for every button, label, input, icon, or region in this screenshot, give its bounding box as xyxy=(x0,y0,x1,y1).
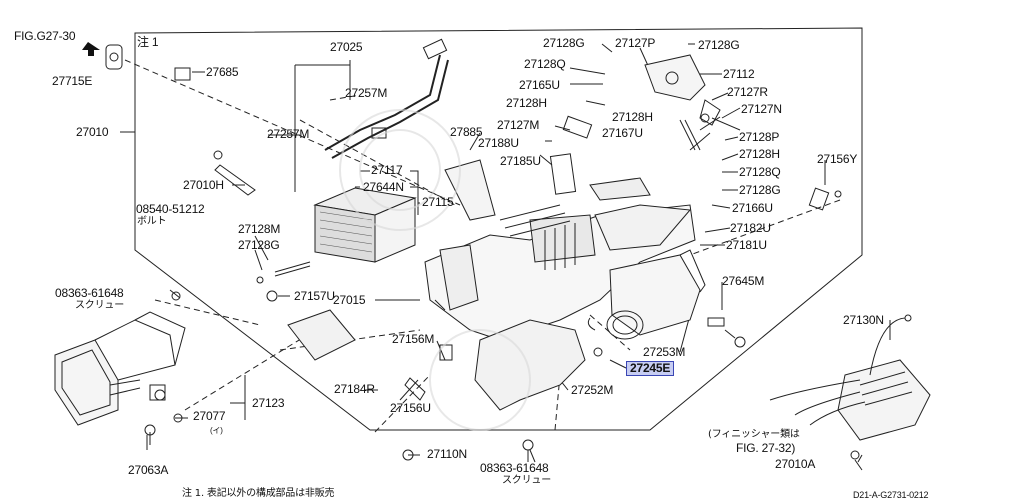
part-27127N[interactable]: 27127N xyxy=(741,102,782,116)
heater-core xyxy=(313,187,417,263)
part-27130N[interactable]: 27130N xyxy=(843,313,884,327)
part-27188U[interactable]: 27188U xyxy=(478,136,519,150)
part-27110N[interactable]: 27110N xyxy=(427,447,467,461)
part-27010H[interactable]: 27010H xyxy=(183,178,224,192)
part-27128Q-a[interactable]: 27128Q xyxy=(524,57,566,71)
part-27127M[interactable]: 27127M xyxy=(497,118,540,132)
part-27127P[interactable]: 27127P xyxy=(615,36,656,50)
sub-i-note: (イ) xyxy=(210,426,223,435)
part-27128Q-b[interactable]: 27128Q xyxy=(739,165,781,179)
finisher-note-line2[interactable]: FIG. 27-32) xyxy=(736,441,796,455)
bottom-parts xyxy=(402,299,746,462)
part-27245E-highlighted[interactable]: 27245E xyxy=(626,361,675,376)
left-parts xyxy=(144,67,356,450)
note-marker: 注 1 xyxy=(137,35,159,49)
clip-27715E xyxy=(105,44,123,70)
control-assembly xyxy=(769,314,931,471)
part-27128P[interactable]: 27128P xyxy=(739,130,780,144)
part-27010[interactable]: 27010 xyxy=(76,125,109,139)
part-27715E[interactable]: 27715E xyxy=(52,74,93,88)
part-27025[interactable]: 27025 xyxy=(330,40,363,54)
part-27115[interactable]: 27115 xyxy=(422,195,454,209)
duct-frame xyxy=(54,311,186,426)
part-27128M[interactable]: 27128M xyxy=(238,222,281,236)
watermark xyxy=(339,109,531,431)
part-27167U[interactable]: 27167U xyxy=(602,126,643,140)
part-27165U[interactable]: 27165U xyxy=(519,78,560,92)
part-27117[interactable]: 27117 xyxy=(371,163,403,177)
part-27685[interactable]: 27685 xyxy=(206,65,239,79)
blower-duct xyxy=(606,249,706,340)
part-27157U[interactable]: 27157U xyxy=(294,289,335,303)
part-27156Y[interactable]: 27156Y xyxy=(817,152,858,166)
part-27166U[interactable]: 27166U xyxy=(732,201,773,215)
part-27123[interactable]: 27123 xyxy=(252,396,285,410)
part-27112[interactable]: 27112 xyxy=(723,67,755,81)
screw-note-2: スクリュー xyxy=(502,475,551,486)
finisher-note-line1: (フィニッシャー類は xyxy=(708,429,800,440)
heater-pipes xyxy=(324,54,449,159)
fig-ref-label[interactable]: FIG.G27-30 xyxy=(14,29,76,43)
part-27077[interactable]: 27077 xyxy=(193,409,226,423)
part-27010A[interactable]: 27010A xyxy=(775,457,816,471)
part-27127R[interactable]: 27127R xyxy=(727,85,768,99)
part-08363-61648-a[interactable]: 08363-61648 xyxy=(55,286,124,300)
part-27185U[interactable]: 27185U xyxy=(500,154,541,168)
part-27063A[interactable]: 27063A xyxy=(128,463,169,477)
part-27257M-a[interactable]: 27257M xyxy=(345,86,388,100)
part-27128H-b[interactable]: 27128H xyxy=(612,110,653,124)
part-27885[interactable]: 27885 xyxy=(450,125,483,139)
part-27128H-a[interactable]: 27128H xyxy=(506,96,547,110)
part-27156M[interactable]: 27156M xyxy=(392,332,435,346)
part-27156U[interactable]: 27156U xyxy=(390,401,431,415)
part-27015[interactable]: 27015 xyxy=(333,293,366,307)
part-27252M[interactable]: 27252M xyxy=(571,383,614,397)
part-27184R[interactable]: 27184R xyxy=(334,382,375,396)
part-27182U[interactable]: 27182U xyxy=(730,221,771,235)
part-27128G-c[interactable]: 27128G xyxy=(698,38,740,52)
part-27128G-b[interactable]: 27128G xyxy=(543,36,585,50)
part-27128G-d[interactable]: 27128G xyxy=(739,183,781,197)
dashed-leader xyxy=(124,59,461,206)
bolt-note: ボルト xyxy=(137,216,167,227)
right-clip xyxy=(808,187,842,211)
drawing-code: D21-A-G2731-0212 xyxy=(853,490,929,500)
part-27128H-c[interactable]: 27128H xyxy=(739,147,780,161)
part-27253M[interactable]: 27253M xyxy=(643,345,686,359)
assembly-outline xyxy=(134,27,863,431)
part-27181U[interactable]: 27181U xyxy=(726,238,767,252)
part-27645M[interactable]: 27645M xyxy=(722,274,765,288)
part-27644N[interactable]: 27644N xyxy=(363,180,404,194)
screw-note-1: スクリュー xyxy=(75,300,124,311)
upper-parts xyxy=(444,54,741,251)
part-08363-61648-b[interactable]: 08363-61648 xyxy=(480,461,549,475)
footnote: 注 1. 表記以外の構成部品は非販売 xyxy=(182,488,335,499)
part-27257M-b[interactable]: 27257M xyxy=(267,127,310,141)
part-08540-51212[interactable]: 08540-51212 xyxy=(136,202,205,216)
part-27128G-a[interactable]: 27128G xyxy=(238,238,280,252)
fig-ref-arrow xyxy=(82,42,100,56)
